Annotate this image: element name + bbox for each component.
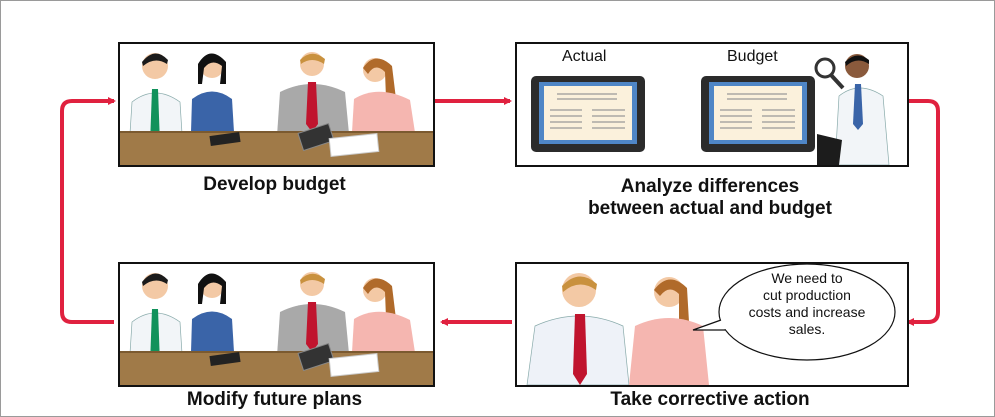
caption-analyze-line1: Analyze differences	[620, 176, 800, 197]
speech-line-4: sales.	[788, 321, 826, 337]
speech-line-2: cut production	[763, 287, 851, 303]
caption-analyze-line2: between actual and budget	[588, 198, 832, 219]
arrow-modify-to-develop	[60, 97, 116, 324]
caption-develop-budget: Develop budget	[203, 174, 346, 195]
actual-screen	[531, 76, 645, 152]
speech-bubble	[692, 264, 896, 361]
speech-line-1: We need to	[771, 270, 843, 286]
analyze-illustration	[517, 44, 907, 165]
label-budget: Budget	[727, 48, 778, 65]
meeting-illustration	[120, 44, 433, 165]
speech-bubble-text: We need to cut production costs and incr…	[722, 270, 892, 338]
arrow-analyze-to-corrective	[906, 99, 940, 326]
panel-take-corrective-action	[515, 262, 909, 387]
meeting-illustration-2	[120, 264, 433, 385]
caption-modify-future-plans: Modify future plans	[186, 389, 363, 410]
caption-take-corrective-action: Take corrective action	[610, 389, 810, 410]
speech-line-3: costs and increase	[748, 304, 866, 320]
panel-modify-future-plans	[118, 262, 435, 387]
panel-develop-budget	[118, 42, 435, 167]
label-actual: Actual	[562, 48, 607, 65]
panel-analyze-differences	[515, 42, 909, 167]
analyst-with-magnifier	[814, 54, 890, 165]
budget-screen	[701, 76, 815, 152]
